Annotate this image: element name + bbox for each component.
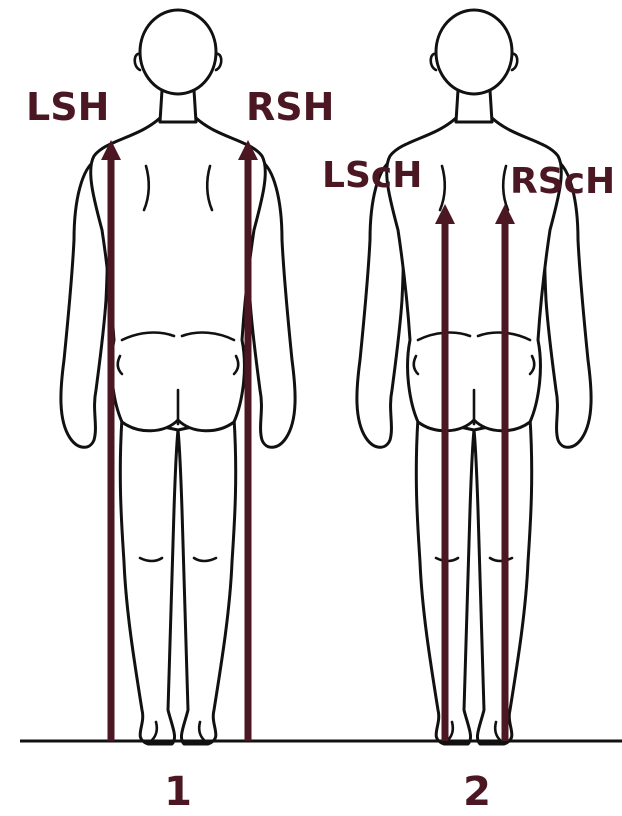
label-rsch: RScH (510, 161, 615, 202)
figure-2 (357, 10, 591, 744)
figure-number-2: 2 (463, 769, 491, 811)
human-figure-back-view (357, 10, 591, 744)
label-lsh: LSH (26, 85, 109, 129)
label-rsh: RSH (246, 85, 334, 129)
figure-number-1: 1 (164, 769, 192, 811)
label-lsch: LScH (322, 155, 422, 196)
